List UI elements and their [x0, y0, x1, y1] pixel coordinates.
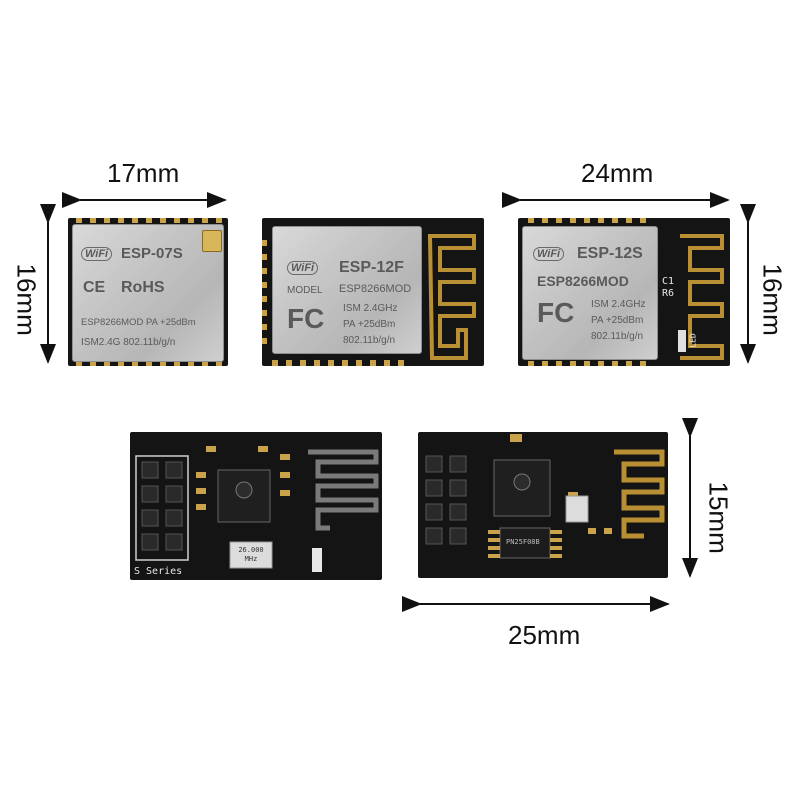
esp12f-shield: WiFi ESP-12F MODEL ESP8266MOD FC ISM 2.4…	[272, 226, 422, 354]
model-text: ESP-12S	[577, 245, 643, 262]
spec-line-1: ESP8266MOD PA +25dBm	[81, 317, 196, 328]
esp07s-module: WiFi ESP-07S CE RoHS ESP8266MOD PA +25dB…	[68, 218, 228, 366]
fc-mark: FC	[537, 297, 575, 328]
flash-label: PN25F08B	[506, 538, 540, 546]
esp12f-traces	[262, 234, 476, 366]
led-label: LED	[688, 333, 698, 348]
chip-text: ESP8266MOD	[339, 283, 412, 295]
model-text: ESP-12F	[339, 259, 404, 276]
esp01-module: PN25F08B	[418, 432, 668, 578]
label-15mm: 15mm	[703, 481, 734, 554]
wifi-badge: WiFi	[81, 247, 113, 261]
esp12f-module: WiFi ESP-12F MODEL ESP8266MOD FC ISM 2.4…	[262, 218, 484, 366]
pcb-antenna	[308, 449, 379, 531]
esp01s-module: 26.000 MHz S Series	[130, 432, 382, 580]
model-text: ESP-07S	[121, 245, 183, 262]
r6-label: R6	[662, 288, 675, 299]
std-text: 802.11b/g/n	[343, 335, 396, 346]
label-16mm-left: 16mm	[11, 263, 42, 336]
esp01-components	[425, 434, 665, 559]
ism-text: ISM 2.4GHz	[343, 303, 398, 314]
model-label: MODEL	[287, 285, 323, 296]
series-label: S Series	[134, 566, 183, 577]
esp12s-shield: WiFi ESP-12S ESP8266MOD FC ISM 2.4GHz PA…	[522, 226, 658, 360]
label-24mm: 24mm	[581, 158, 654, 188]
label-17mm: 17mm	[107, 158, 180, 188]
c1-label: C1	[662, 276, 675, 287]
u-fl-connector	[202, 230, 222, 252]
chip-text: ESP8266MOD	[537, 273, 629, 289]
label-25mm: 25mm	[508, 620, 581, 650]
ce-mark: CE	[83, 279, 106, 296]
ism-text: ISM 2.4GHz	[591, 299, 646, 310]
crystal-label: 26.000 MHz	[238, 546, 264, 563]
esp01s-components	[135, 446, 379, 572]
pcb-antenna	[680, 234, 724, 360]
esp07s-pads	[76, 218, 222, 366]
esp12s-traces	[528, 218, 724, 366]
esp12s-module: WiFi ESP-12S ESP8266MOD FC ISM 2.4GHz PA…	[518, 218, 730, 366]
std-text: 802.11b/g/n	[591, 331, 644, 342]
spec-line-2: ISM2.4G 802.11b/g/n	[81, 337, 176, 348]
pcb-antenna	[427, 234, 476, 360]
rohs-mark: RoHS	[121, 279, 165, 296]
wifi-badge: WiFi	[287, 261, 319, 275]
pcb-antenna	[614, 449, 665, 539]
fc-mark: FC	[287, 303, 325, 334]
esp07s-shield: WiFi ESP-07S CE RoHS ESP8266MOD PA +25dB…	[72, 224, 224, 362]
wifi-badge: WiFi	[533, 247, 565, 261]
pa-text: PA +25dBm	[343, 319, 396, 330]
label-16mm-right: 16mm	[757, 263, 788, 336]
pa-text: PA +25dBm	[591, 315, 644, 326]
